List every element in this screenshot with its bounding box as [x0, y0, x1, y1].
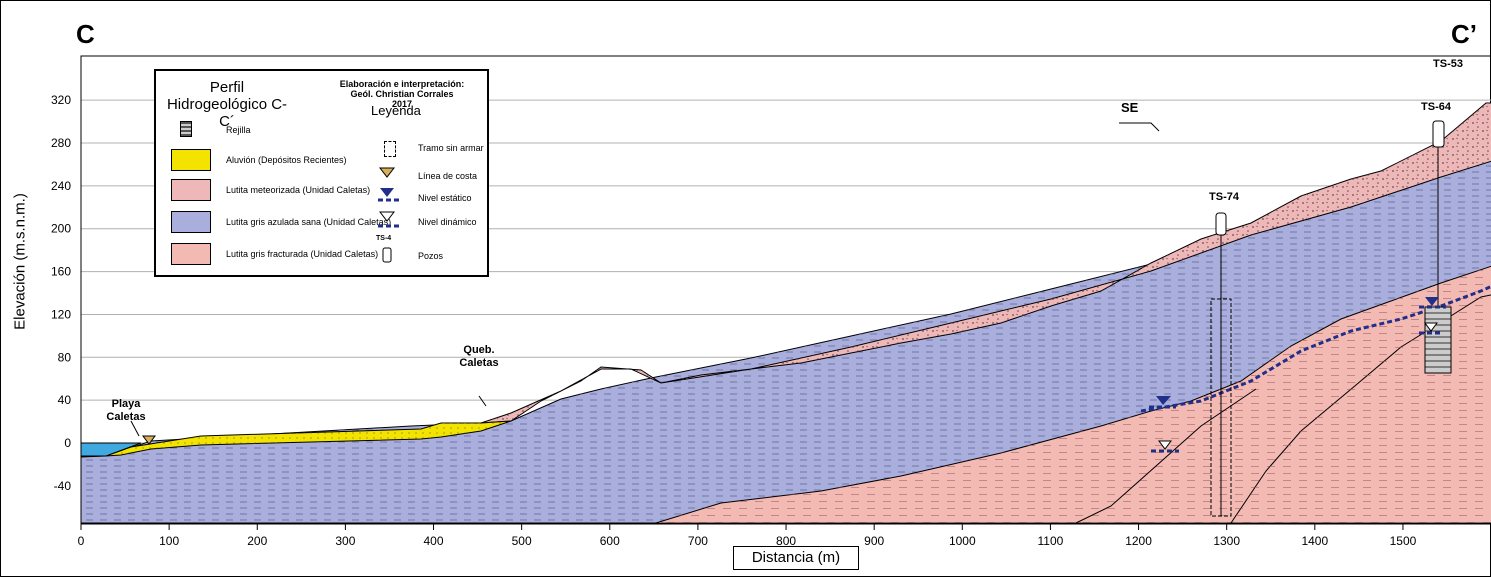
water-table-line	[1140, 284, 1491, 413]
y-tick-label: 160	[51, 265, 71, 279]
legend-tramo: Tramo sin armar	[418, 143, 484, 153]
credit-line-3: 2017	[391, 99, 413, 109]
queb-caletas-label: Queb. Caletas	[449, 344, 509, 370]
x-tick-label: 400	[424, 534, 444, 548]
legend-costa: Línea de costa	[418, 171, 478, 181]
legend-alluvium: Aluvión (Depósitos Recientes)	[226, 155, 347, 165]
legend-well-tag: TS-4	[376, 235, 392, 242]
x-tick-label: 300	[335, 534, 355, 548]
credit-line-1: Elaboración e interpretación:	[339, 79, 465, 89]
legend-estatico: Nivel estático	[418, 193, 472, 203]
y-tick-label: 0	[64, 436, 71, 450]
x-tick-label: 1200	[1125, 534, 1152, 548]
playa-text: Playa Caletas	[106, 398, 146, 423]
tramo-swatch	[384, 141, 396, 157]
coastline-marker	[142, 435, 156, 445]
playa-caletas-label: Playa Caletas	[96, 398, 156, 424]
y-tick-label: 200	[51, 222, 71, 236]
legend-weathered: Lutita meteorizada (Unidad Caletas)	[226, 185, 371, 195]
legend-dinamico: Nivel dinámico	[418, 217, 477, 227]
queb-text: Queb. Caletas	[459, 344, 499, 369]
legend-blue-shale: Lutita gris azulada sana (Unidad Caletas…	[226, 217, 392, 227]
x-axis-title: Distancia (m)	[733, 546, 859, 570]
credit-line-2: Geól. Christian Corrales	[350, 89, 454, 99]
legend-fractured: Lutita gris fracturada (Unidad Caletas)	[226, 249, 379, 259]
x-tick-label: 1100	[1038, 534, 1064, 548]
x-tick-label: 700	[688, 534, 708, 548]
x-tick-label: 1000	[949, 534, 976, 548]
y-tick-label: -40	[54, 479, 72, 493]
y-tick-label: 280	[51, 136, 71, 150]
y-axis-title: Elevación (m.s.n.m.)	[11, 193, 29, 330]
well-label-ts-53: TS-53	[1433, 58, 1463, 70]
well-ts-74	[1149, 212, 1232, 517]
y-tick-label: 40	[58, 393, 72, 407]
x-tick-label: 200	[247, 534, 267, 548]
legend: Perfil Hidrogeológico C-C´ Elaboración e…	[154, 69, 489, 277]
plot-frame	[80, 55, 1491, 525]
playa-pointer	[130, 420, 140, 437]
x-tick-label: 100	[159, 534, 179, 548]
well-label-ts-74: TS-74	[1209, 191, 1239, 203]
direction-label: SE	[1121, 100, 1139, 115]
layer-alluvium	[105, 420, 512, 457]
leyenda-title: Leyenda	[371, 103, 421, 118]
corner-left: C	[76, 19, 95, 49]
x-tick-label: 500	[512, 534, 532, 548]
x-tick-label: 1300	[1213, 534, 1240, 548]
legend-title: Perfil Hidrogeológico C-C´	[166, 79, 288, 130]
legend-pozos: Pozos	[418, 251, 444, 261]
x-tick-label: 1400	[1301, 534, 1328, 548]
well-ts-64	[1419, 120, 1452, 374]
legend-symbols	[378, 167, 400, 263]
direction-arrow	[1119, 122, 1160, 132]
y-tick-label: 320	[51, 93, 71, 107]
swatch-fractured	[171, 243, 211, 265]
swatch-blue-shale	[171, 211, 211, 233]
x-tick-label: 900	[864, 534, 884, 548]
corner-right: C’	[1451, 19, 1477, 49]
x-tick-label: 1500	[1390, 534, 1417, 548]
x-tick-label: 600	[600, 534, 620, 548]
x-tick-label: 800	[776, 534, 796, 548]
rejilla-swatch	[180, 121, 192, 137]
legend-credit: Elaboración e interpretación: Geól. Chri…	[316, 79, 488, 109]
y-tick-label: 80	[58, 350, 72, 364]
queb-pointer	[478, 395, 487, 407]
legend-rejilla: Rejilla	[226, 125, 251, 135]
x-tick-label: 0	[78, 534, 85, 548]
swatch-alluvium	[171, 149, 211, 171]
y-tick-label: 240	[51, 179, 71, 193]
well-label-ts-64: TS-64	[1421, 101, 1451, 113]
swatch-weathered	[171, 179, 211, 201]
y-tick-label: 120	[51, 307, 71, 321]
layer-weathered-shale	[480, 102, 1491, 424]
